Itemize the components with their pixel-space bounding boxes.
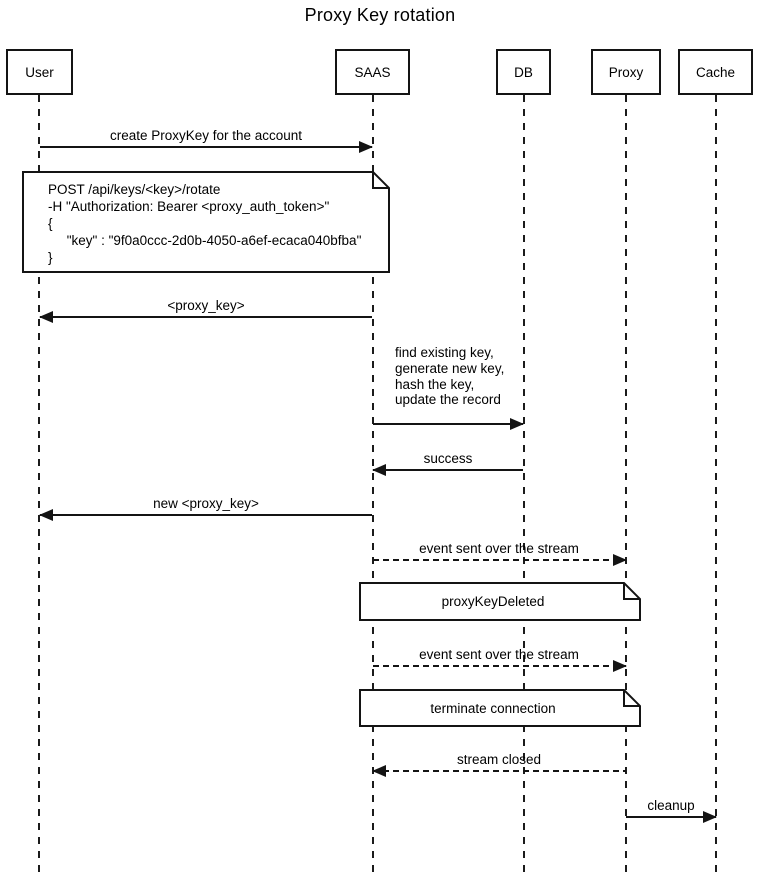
- note-terminate-connection: terminate connection: [359, 689, 641, 727]
- arrowhead-left-icon: [372, 765, 386, 777]
- note-post-request: POST /api/keys/<key>/rotate -H "Authoriz…: [22, 171, 390, 273]
- participant-db: DB: [496, 49, 551, 95]
- message-label: stream closed: [456, 752, 542, 767]
- lifeline-proxy: [625, 95, 627, 873]
- participant-label: User: [25, 64, 54, 80]
- note-text: terminate connection: [430, 700, 556, 716]
- arrow-shaft: [373, 423, 523, 425]
- participant-saas: SAAS: [335, 49, 410, 95]
- message-label: event sent over the stream: [419, 541, 579, 556]
- participant-label: SAAS: [354, 64, 391, 80]
- arrowhead-right-icon: [613, 554, 627, 566]
- arrowhead-right-icon: [359, 141, 373, 153]
- arrowhead-left-icon: [39, 509, 53, 521]
- participant-cache: Cache: [678, 49, 753, 95]
- arrowhead-left-icon: [39, 311, 53, 323]
- diagram-title: Proxy Key rotation: [304, 5, 456, 25]
- message-label: event sent over the stream: [419, 647, 579, 662]
- arrowhead-right-icon: [613, 660, 627, 672]
- arrow-shaft: [40, 514, 372, 516]
- participant-label: DB: [514, 64, 533, 80]
- note-shape-icon: [359, 689, 641, 727]
- arrow-shaft: [373, 665, 626, 667]
- participant-label: Cache: [695, 64, 736, 80]
- message-label: <proxy_key>: [167, 298, 245, 313]
- arrow-shaft: [373, 469, 523, 471]
- lifeline-user: [38, 95, 40, 873]
- note-text: proxyKeyDeleted: [441, 594, 545, 609]
- message-label: new <proxy_key>: [153, 496, 259, 511]
- lifeline-saas: [371, 95, 374, 873]
- arrow-shaft: [373, 770, 626, 772]
- participant-label: Proxy: [608, 64, 644, 80]
- note-shape-icon: [359, 582, 641, 621]
- arrow-shaft: [373, 559, 626, 561]
- lifeline-db: [522, 95, 525, 873]
- participant-user: User: [6, 49, 73, 95]
- arrowhead-left-icon: [372, 464, 386, 476]
- note-proxykey-deleted: proxyKeyDeleted: [359, 582, 641, 621]
- message-label: success: [423, 451, 473, 466]
- arrow-shaft: [40, 146, 372, 148]
- note-shape-icon: [22, 171, 390, 273]
- arrowhead-right-icon: [510, 418, 524, 430]
- message-label: cleanup: [647, 798, 695, 813]
- participant-proxy: Proxy: [591, 49, 661, 95]
- arrow-shaft: [40, 316, 372, 318]
- note-text: POST /api/keys/<key>/rotate -H "Authoriz…: [48, 182, 362, 265]
- message-label: create ProxyKey for the account: [109, 128, 303, 143]
- arrow-shaft: [626, 816, 716, 818]
- message-label: find existing key, generate new key, has…: [395, 345, 505, 408]
- lifeline-cache: [714, 95, 717, 873]
- arrowhead-right-icon: [703, 811, 717, 823]
